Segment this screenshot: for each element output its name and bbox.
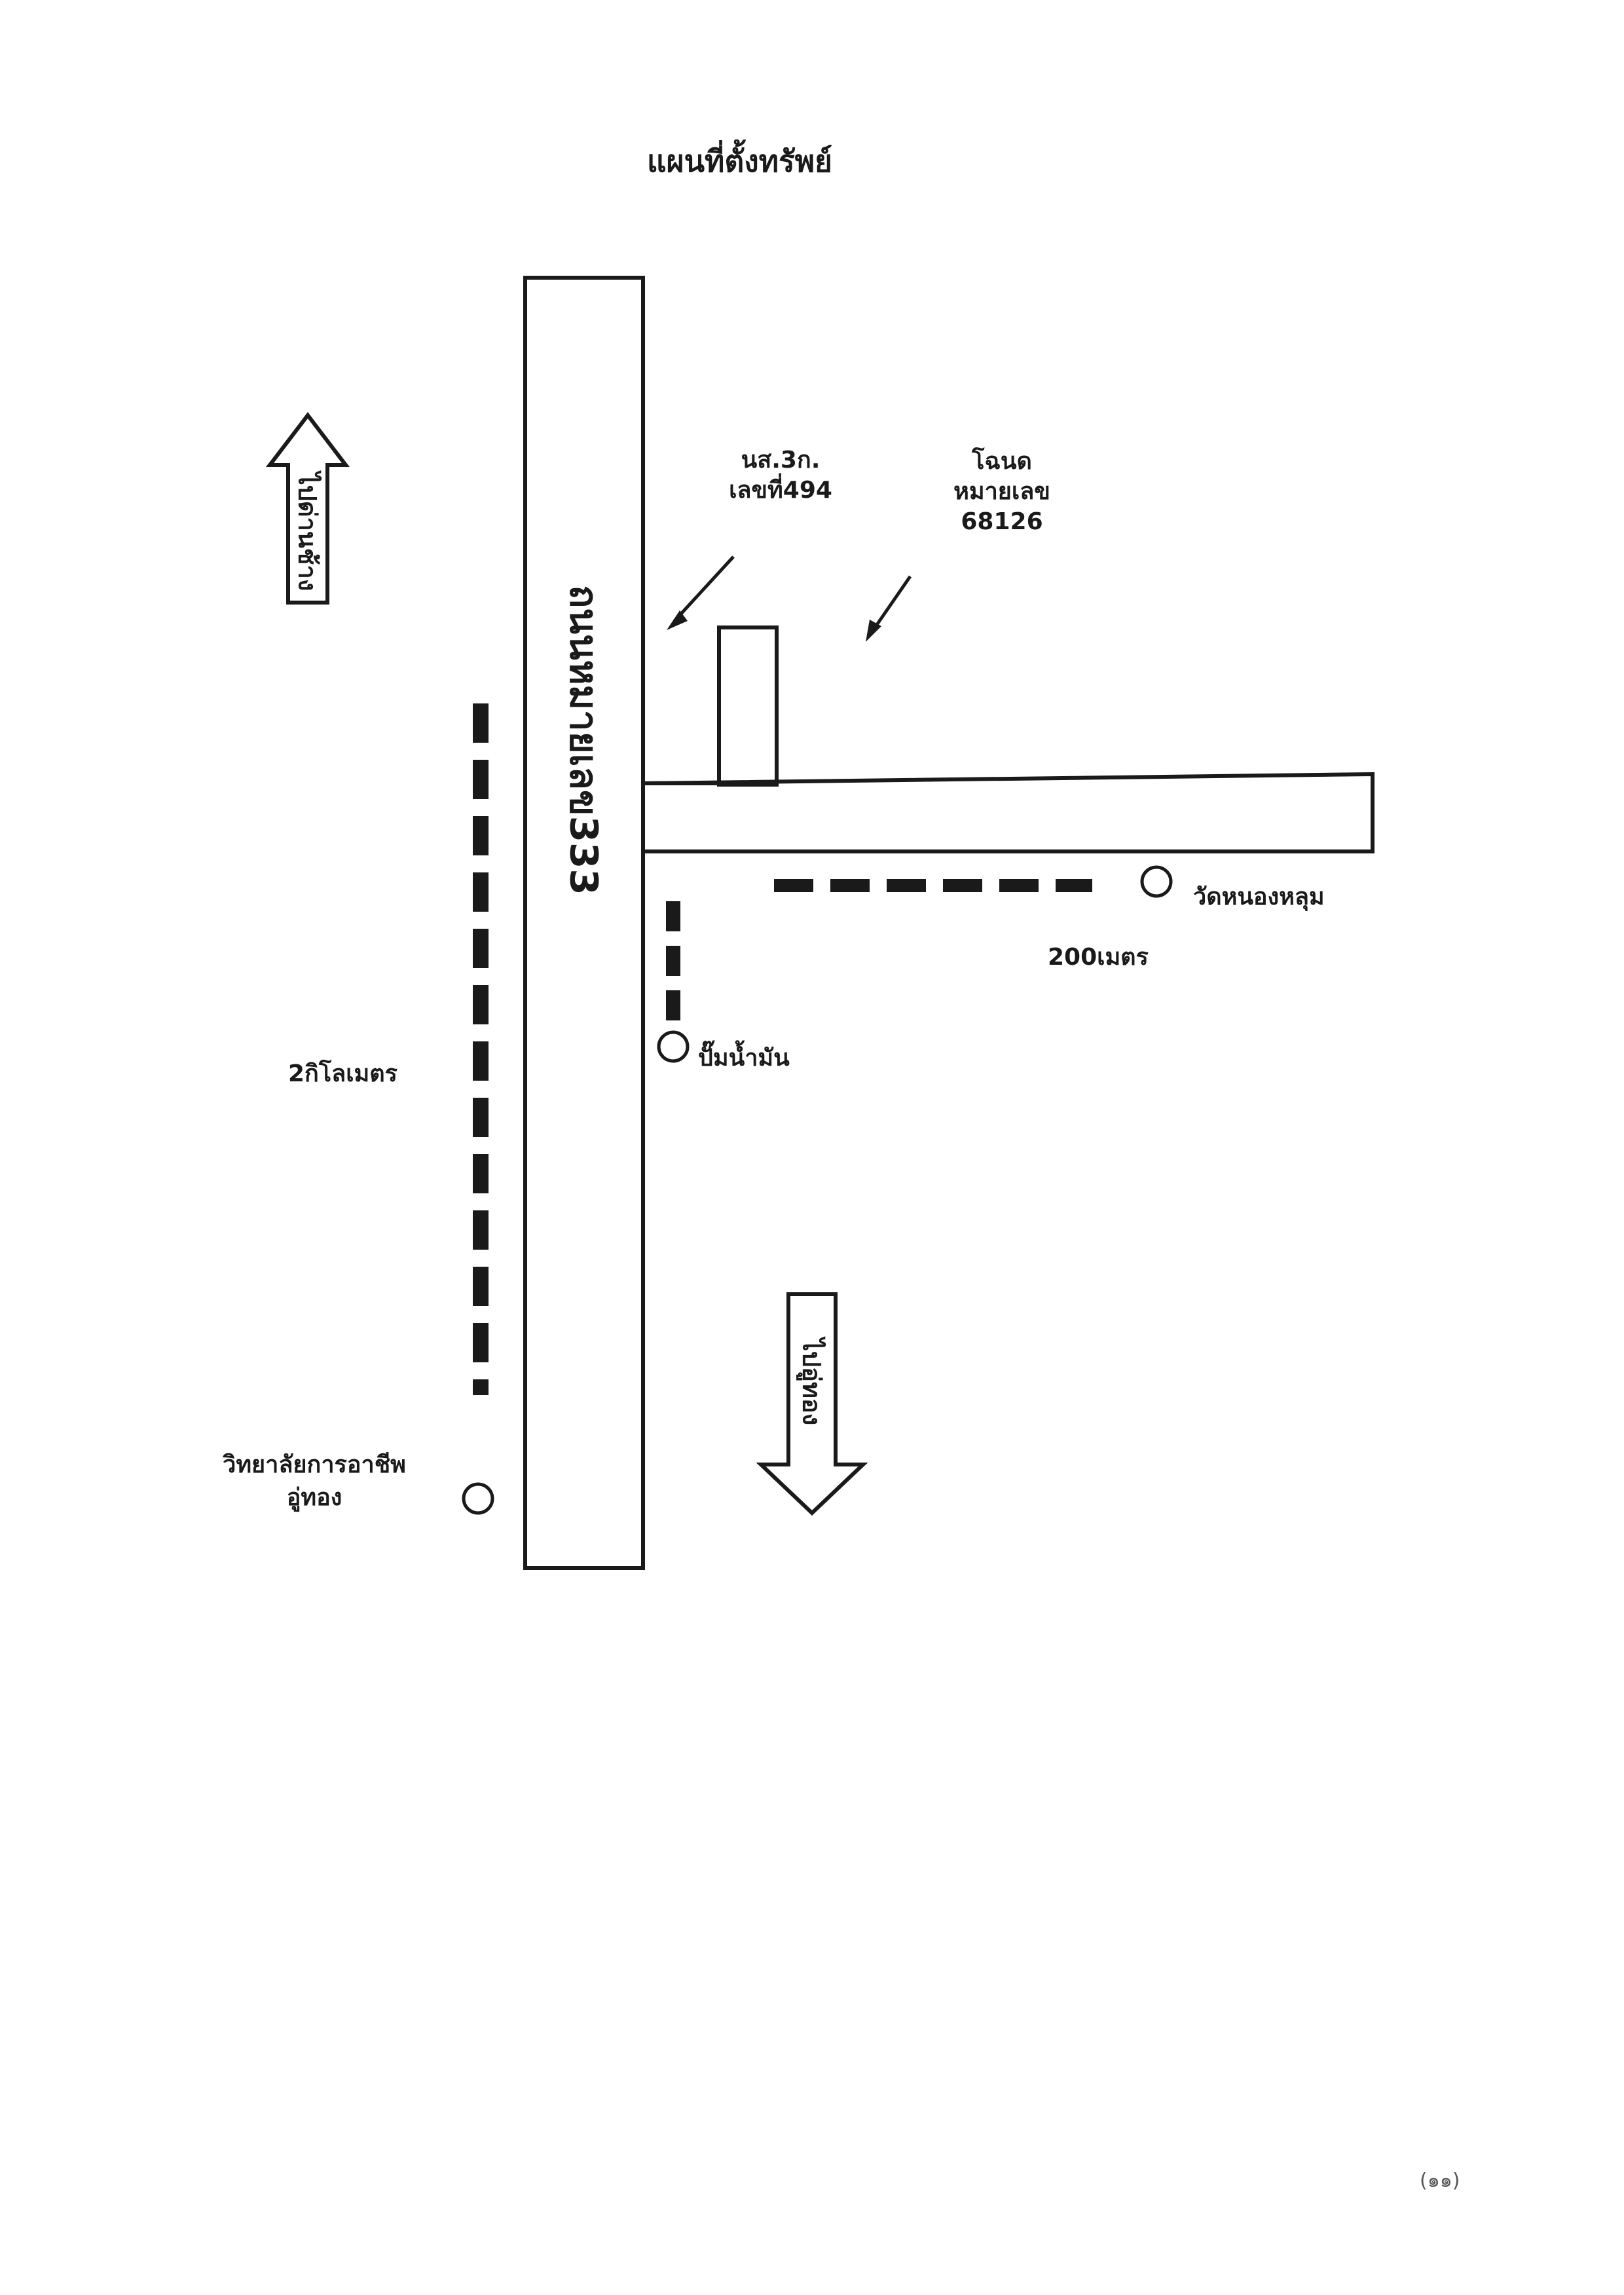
ns3k-label: นส.3ก. เลขที่494	[715, 445, 846, 506]
north-direction-label: ไปด่านช้าง	[293, 472, 322, 591]
temple-label: วัดหนองหลุม	[1193, 884, 1325, 910]
south-direction-label: ไปอู่ทอง	[797, 1338, 826, 1426]
chanote-label-line1: โฉนด	[972, 448, 1032, 475]
chanote-label-line2: หมายเลข	[953, 478, 1050, 505]
arrow-to-chanote	[866, 575, 912, 642]
north-direction-arrow	[265, 412, 350, 605]
arrow-to-ns3k	[667, 555, 735, 630]
distance-200m-label: 200เมตร	[1048, 944, 1149, 971]
chanote-label-line3: 68126	[961, 508, 1043, 535]
plot-ns3k-494	[717, 625, 779, 787]
gas-station-marker	[657, 1030, 690, 1063]
side-road-to-temple	[642, 772, 1375, 853]
college-label: วิทยาลัยการอาชีพ อู่ทอง	[170, 1449, 458, 1514]
page-mark: (๑๑)	[1420, 2169, 1460, 2192]
gas-station-label: ปั๊มน้ำมัน	[698, 1045, 790, 1072]
temple-marker	[1140, 865, 1173, 898]
plot-chanote-68126	[641, 626, 779, 785]
ns3k-label-line1: นส.3ก.	[741, 447, 821, 474]
chanote-label: โฉนด หมายเลข 68126	[936, 447, 1067, 537]
south-direction-arrow	[756, 1292, 868, 1516]
ns3k-label-line2: เลขที่494	[729, 477, 832, 504]
college-label-line2: อู่ทอง	[286, 1484, 342, 1511]
highway-label: ถนนหมายเลข333	[561, 585, 606, 895]
map-title: แผนที่ตั้งทรัพย์	[647, 143, 833, 179]
college-marker	[462, 1482, 494, 1515]
highway-333-road	[523, 276, 645, 1570]
distance-2km-label: 2กิโลเมตร	[288, 1060, 397, 1087]
college-label-line1: วิทยาลัยการอาชีพ	[223, 1451, 406, 1478]
